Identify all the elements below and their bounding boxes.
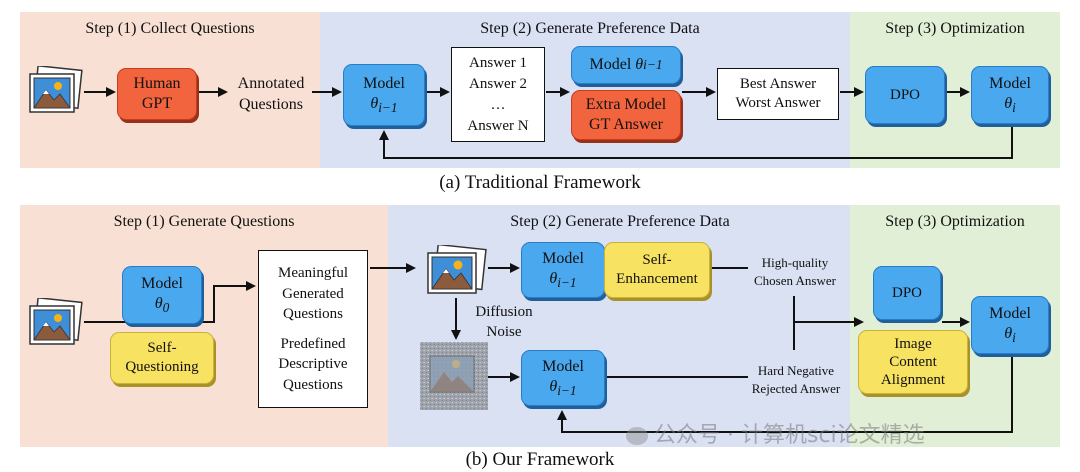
top-model-prev-symbol: θi−1 <box>370 94 397 117</box>
annotated-line1: Annotated <box>237 75 305 92</box>
input-image-icon <box>28 64 84 121</box>
q-line5: Predefined <box>280 336 346 352</box>
questions-box: Meaningful Generated Questions Predefine… <box>258 250 368 408</box>
annotated-questions-label: Annotated Questions <box>226 74 316 116</box>
watermark-text: 公众号 · 计算机sci论文精选 <box>654 423 925 448</box>
top-model-prev-label: Model <box>363 74 405 92</box>
top-dpo-box: DPO <box>865 66 945 124</box>
top-step3-title: Step (3) Optimization <box>885 20 1025 37</box>
self-enhancement-box: Self- Enhancement <box>604 242 710 298</box>
extra-model-label: Extra Model <box>585 96 667 113</box>
bottom-step1-title: Step (1) Generate Questions <box>113 213 295 230</box>
extra-model-box: Extra Model GT Answer <box>571 90 681 140</box>
annotated-line2: Questions <box>239 95 303 113</box>
model0-label: Model <box>141 274 183 292</box>
best-worst-box: Best Answer Worst Answer <box>717 68 839 120</box>
top-step1-title: Step (1) Collect Questions <box>85 20 255 37</box>
alignment-line2: Content <box>889 354 937 370</box>
diffusion-line1: Diffusion <box>475 304 533 320</box>
top-model-prev2-sub: i−1 <box>643 56 663 72</box>
step2-model-bot-box: Model θi−1 <box>521 350 605 406</box>
step2-image-icon <box>426 243 488 302</box>
chosen-line2: Chosen Answer <box>754 272 836 288</box>
answer-n: Answer N <box>467 117 529 134</box>
alignment-line1: Image <box>894 336 932 352</box>
q-line1: Meaningful <box>278 265 348 282</box>
model0-box: Model θ0 <box>122 266 202 324</box>
step2-model-top-box: Model θi−1 <box>521 242 605 298</box>
answer-2: Answer 2 <box>469 75 527 92</box>
top-model-prev-box: Model θi−1 <box>343 64 425 126</box>
bottom-step3-title: Step (3) Optimization <box>885 213 1025 230</box>
self-enh-line1: Self- <box>642 252 672 269</box>
step2-model-top-symbol: θi−1 <box>549 269 576 292</box>
best-answer: Best Answer <box>739 76 817 93</box>
top-model-out-symbol: θi <box>1004 94 1016 117</box>
bottom-model-out-label: Model <box>989 304 1031 322</box>
rejected-line2: Rejected Answer <box>751 380 841 396</box>
q-line2: Generated <box>282 285 344 302</box>
answers-box: Answer 1 Answer 2 … Answer N <box>451 47 545 142</box>
top-model-out-sub: i <box>1012 99 1016 115</box>
q-line7: Questions <box>283 376 343 393</box>
model0-symbol: θ0 <box>155 294 170 317</box>
bottom-model-out-theta: θ <box>1004 324 1013 342</box>
top-step2-title: Step (2) Generate Preference Data <box>480 20 700 37</box>
bottom-model-out-sub: i <box>1012 329 1016 345</box>
alignment-line3: Alignment <box>880 372 946 388</box>
rejected-answer-label: Hard Negative Rejected Answer <box>740 362 852 397</box>
chosen-line1: High-quality <box>761 255 829 270</box>
answer-ellipsis: … <box>490 96 506 113</box>
q-line3: Questions <box>283 305 343 322</box>
bottom-input-image-icon <box>28 296 84 353</box>
answer-1: Answer 1 <box>469 54 527 71</box>
step2-model-top-label: Model <box>542 249 584 267</box>
gpt-label: GPT <box>141 95 173 112</box>
self-questioning-line2: Questioning <box>125 359 199 375</box>
self-enh-line2: Enhancement <box>616 271 698 287</box>
wechat-icon <box>626 427 648 445</box>
top-model-out-theta: θ <box>1004 94 1013 112</box>
top-model-prev2-theta: θ <box>635 56 644 73</box>
worst-answer: Worst Answer <box>735 95 821 111</box>
step2-model-top-sub: i−1 <box>557 274 577 290</box>
bottom-step2-title: Step (2) Generate Preference Data <box>510 213 730 230</box>
model0-theta: θ <box>154 294 163 312</box>
top-model-prev2-label: Model <box>589 56 632 73</box>
step2-model-bot-theta: θ <box>549 377 558 395</box>
caption-traditional: (a) Traditional Framework <box>439 172 641 193</box>
image-content-alignment-box: Image Content Alignment <box>858 330 968 394</box>
wechat-watermark: 公众号 · 计算机sci论文精选 <box>626 417 925 449</box>
self-questioning-box: Self- Questioning <box>110 332 214 384</box>
bottom-dpo-box: DPO <box>873 266 941 320</box>
step2-model-top-theta: θ <box>549 269 558 287</box>
bottom-model-out-symbol: θi <box>1004 324 1016 347</box>
caption-our-framework: (b) Our Framework <box>465 449 615 470</box>
rejected-line1: Hard Negative <box>757 363 835 378</box>
q-line6: Descriptive <box>278 356 348 373</box>
top-model-out-box: Model θi <box>971 66 1049 124</box>
bottom-model-out-box: Model θi <box>971 296 1049 354</box>
theta-sub: i−1 <box>378 99 398 115</box>
human-gpt-box: Human GPT <box>117 68 197 120</box>
chosen-answer-label: High-quality Chosen Answer <box>740 254 850 289</box>
gt-answer-label: GT Answer <box>589 116 663 133</box>
human-label: Human <box>133 75 181 92</box>
theta-symbol: θ <box>370 94 379 112</box>
top-dpo-label: DPO <box>889 86 920 103</box>
model0-sub: 0 <box>162 299 170 315</box>
step2-model-bot-sub: i−1 <box>557 382 577 398</box>
bottom-dpo-label: DPO <box>891 284 922 301</box>
self-questioning-line1: Self- <box>147 340 177 357</box>
diffusion-line2: Noise <box>486 323 522 340</box>
step2-model-bot-label: Model <box>542 357 584 375</box>
top-model-out-label: Model <box>989 74 1031 92</box>
step2-model-bot-symbol: θi−1 <box>549 377 576 400</box>
noisy-image-icon <box>420 342 488 415</box>
diffusion-noise-label: Diffusion Noise <box>464 303 544 342</box>
